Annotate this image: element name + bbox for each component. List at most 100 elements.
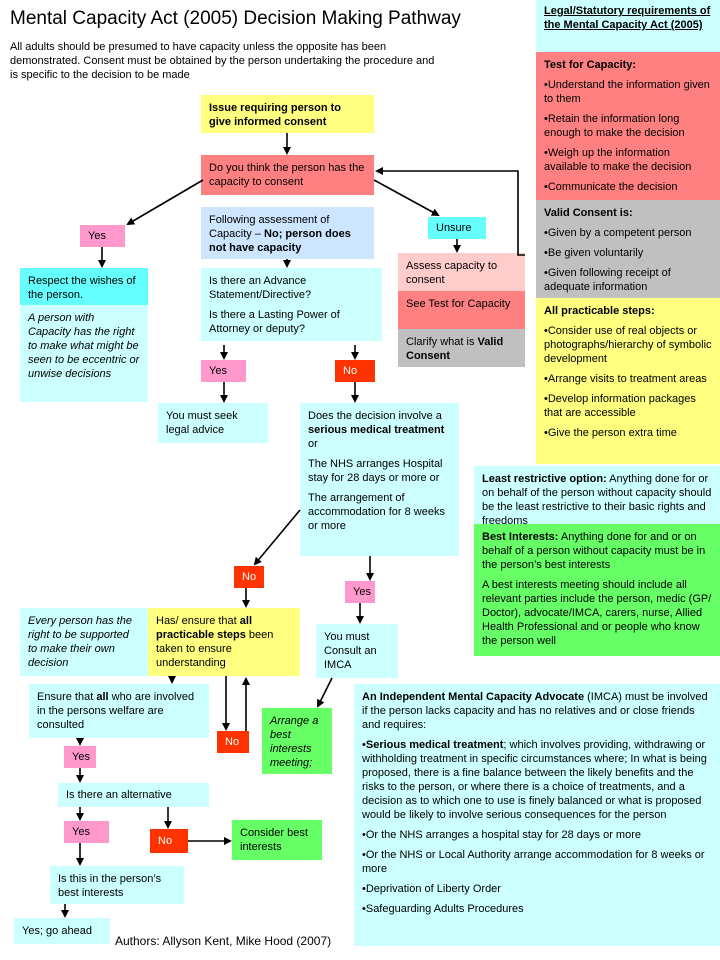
imca-panel: An Independent Mental Capacity Advocate … [354,684,720,946]
legal-advice-text: You must seek legal advice [166,410,238,436]
assessment-text-a: Following assessment of Capacity – [209,214,330,240]
imca-item1-bold: Serious medical treatment [365,739,504,751]
best-heading: Best Interests: [482,531,559,543]
issue-box: Issue requiring person to give informed … [201,95,374,133]
ensure-consulted-box: Ensure that all who are involved in the … [29,684,209,738]
best-interests-panel: Best Interests: Anything done for and or… [474,524,720,656]
consult-imca-text: You must Consult an IMCA [324,631,377,671]
unsure-label: Unsure [428,217,486,239]
clarify-consent-text-a: Clarify what is [406,336,478,348]
arrow-question-to-unsure [373,179,440,216]
see-test-box: See Test for Capacity [398,291,525,329]
arrow-question-to-yes [126,179,204,226]
page-title: Mental Capacity Act (2005) Decision Maki… [10,8,461,29]
lasting-power-text: Is there a Lasting Power of Attorney or … [209,309,340,335]
ensure-text-b: all [96,691,109,703]
test-item: •Weigh up the information available to m… [544,147,692,173]
steps-item: •Give the person extra time [544,427,677,439]
imca-item1-text: ; which involves providing, withdrawing … [362,739,707,821]
consent-heading: Valid Consent is: [544,207,633,219]
arrow-imca-to-meeting [317,677,333,708]
arrow-serious-to-no [253,509,301,566]
alternative-text: Is there an alternative [66,789,172,801]
best-text-2: A best interests meeting should include … [482,579,712,647]
imca-item: •Serious medical treatment; which involv… [362,739,707,821]
supported-text: Every person has the right to be support… [28,615,132,669]
arrow-loop-back-to-question [375,167,525,256]
least-text: Anything done for or on behalf of the pe… [482,473,712,527]
least-heading: Least restrictive option: [482,473,607,485]
consult-imca-box: You must Consult an IMCA [316,624,398,678]
see-test-text: See Test for Capacity [406,298,511,310]
test-item: •Understand the information given to the… [544,79,710,105]
no-label-alternative: No [150,829,188,853]
yes-label-ensure: Yes [64,746,96,768]
yes-label-serious: Yes [345,581,375,603]
steps-text-a: Has/ ensure that [156,615,240,627]
legal-heading-text: Legal/Statutory requirements of the Ment… [544,5,711,31]
assessment-text-b: No; person does not have capacity [209,228,351,254]
valid-consent-panel: Valid Consent is: •Given by a competent … [536,200,720,298]
practicable-steps-box: Has/ ensure that all practicable steps b… [148,608,300,676]
least-restrictive-panel: Least restrictive option: Anything done … [474,466,720,527]
consent-item: •Given following receipt of adequate inf… [544,267,671,293]
imca-item: •Or the NHS arranges a hospital stay for… [362,829,641,841]
go-ahead-text: Yes; go ahead [22,925,92,937]
clarify-consent-box: Clarify what is Valid Consent [398,329,525,367]
test-item: •Communicate the decision [544,181,678,193]
capacity-right-box: A person with Capacity has the right to … [20,305,148,402]
capacity-right-text: A person with Capacity has the right to … [28,312,140,380]
intro-text: All adults should be presumed to have ca… [10,41,435,81]
capacity-question-box: Do you think the person has the capacity… [201,155,374,195]
authors-credit: Authors: Allyson Kent, Mike Hood (2007) [115,934,332,948]
serious-treatment-box: Does the decision involve a serious medi… [300,403,459,556]
no-label-steps: No [217,731,249,753]
consent-item: •Be given voluntarily [544,247,644,259]
alternative-box: Is there an alternative [58,783,209,807]
respect-wishes-text: Respect the wishes of the person. [28,275,136,301]
imca-item: •Or the NHS or Local Authority arrange a… [362,849,705,875]
test-heading: Test for Capacity: [544,59,637,71]
ensure-text-a: Ensure that [37,691,97,703]
consent-item: •Given by a competent person [544,227,692,239]
best-interests-question-box: Is this in the person’s best interests [50,866,184,904]
yes-label-capacity: Yes [80,225,125,247]
test-for-capacity-panel: Test for Capacity: •Understand the infor… [536,52,720,200]
best-interests-meeting-box: Arrange a best interests meeting; [262,708,332,774]
go-ahead-box: Yes; go ahead [14,918,110,944]
imca-heading: An Independent Mental Capacity Advocate [362,691,585,703]
no-label-serious: No [234,566,264,588]
best-interests-question-text: Is this in the person’s best interests [58,873,162,899]
arrangement-text: The arrangement of accommodation for 8 w… [308,492,445,532]
clarify-consent-text-b: Valid Consent [406,336,504,362]
serious-text-c: or [308,438,318,450]
respect-wishes-box: Respect the wishes of the person. [20,268,148,305]
capacity-question-text: Do you think the person has the capacity… [209,162,365,188]
ensure-text-c: who are involved in the persons welfare … [37,691,195,731]
legal-advice-box: You must seek legal advice [158,403,268,443]
test-item: •Retain the information long enough to m… [544,113,685,139]
assessment-box: Following assessment of Capacity – No; p… [201,207,374,259]
steps-item: •Arrange visits to treatment areas [544,373,707,385]
legal-requirements-heading: Legal/Statutory requirements of the Ment… [536,0,720,52]
assess-capacity-box: Assess capacity to consent [398,253,525,291]
serious-text-b: serious medical treatment [308,424,445,436]
assess-capacity-text: Assess capacity to consent [406,260,498,286]
steps-heading: All practicable steps: [544,305,655,317]
imca-intro: (IMCA) must be involved if the person la… [362,691,708,731]
steps-text-b: all practicable steps [156,615,253,641]
issue-text: Issue requiring person to give informed … [209,102,342,128]
best-text: Anything done for and or on behalf of a … [482,531,706,571]
steps-item: •Develop information packages that are a… [544,393,696,419]
practicable-steps-panel: All practicable steps: •Consider use of … [536,298,720,464]
best-interests-meeting-text: Arrange a best interests meeting; [270,715,319,769]
advance-statement-box: Is there an Advance Statement/Directive?… [201,268,382,341]
imca-item: •Safeguarding Adults Procedures [362,903,524,915]
steps-item: •Consider use of real objects or photogr… [544,325,712,365]
nhs-hospital-text: The NHS arranges Hospital stay for 28 da… [308,458,443,484]
consider-best-interests-box: Consider best interests [232,820,322,860]
advance-statement-text: Is there an Advance Statement/Directive? [209,275,312,301]
consider-best-interests-text: Consider best interests [240,827,308,853]
no-label-advance: No [335,360,375,382]
yes-label-advance: Yes [201,360,246,382]
